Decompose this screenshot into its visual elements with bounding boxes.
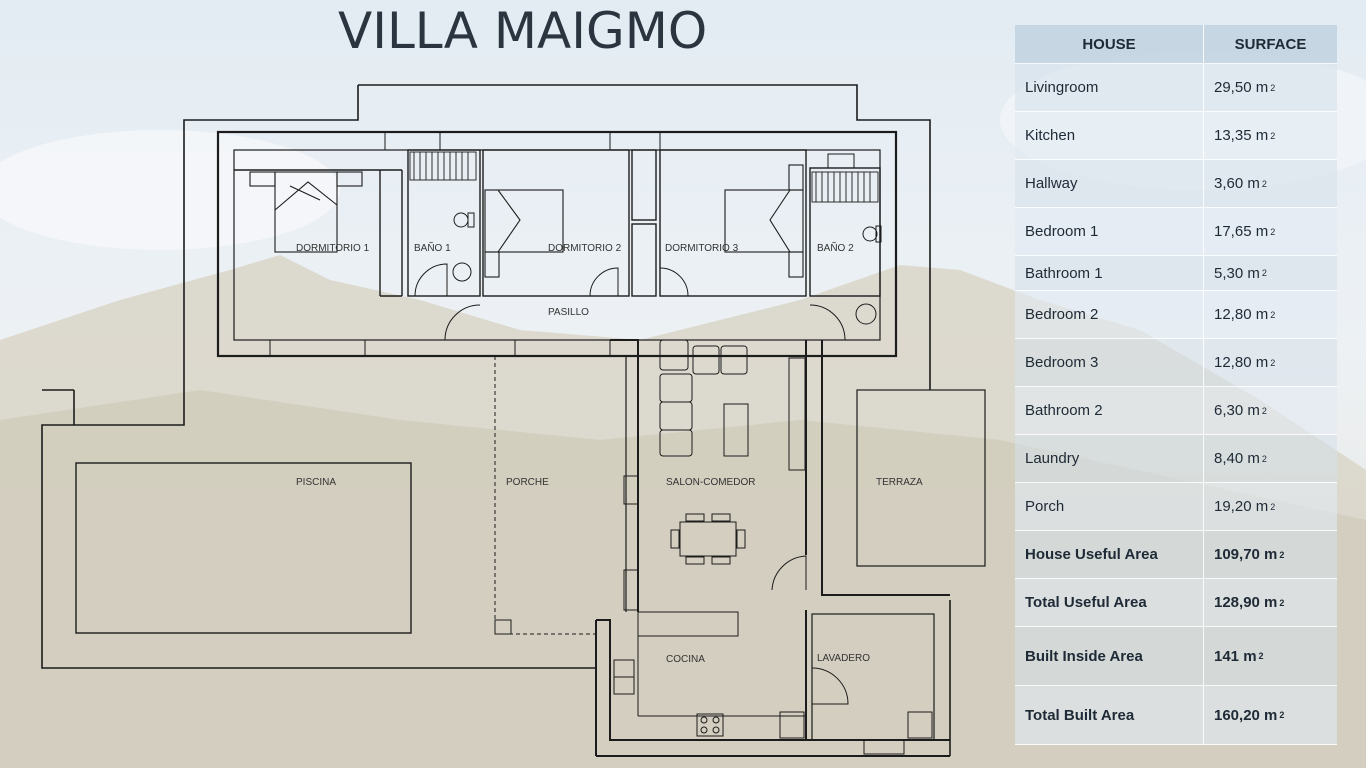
room-label-dormitorio-3: DORMITORIO 3 [665,243,739,254]
row-label: Bedroom 2 [1015,291,1204,338]
plot-boundary [358,84,931,390]
row-value-text: 19,20 m [1214,498,1269,515]
table-header: HOUSE SURFACE [1015,25,1337,64]
header-house: HOUSE [1015,25,1204,63]
room-label-salon-comedor: SALON-COMEDOR [666,477,755,488]
row-label: Total Built Area [1015,686,1204,744]
floor-plan: DORMITORIO 1 BAÑO 1 DORMITORIO 2 DORMITO… [41,84,986,757]
row-value-text: 13,35 m [1214,127,1269,144]
room-label-cocina: COCINA [666,654,705,665]
room-label-bano-1: BAÑO 1 [414,241,451,254]
row-value-text: 29,50 m [1214,79,1269,96]
row-label: Bedroom 1 [1015,208,1204,255]
unit-superscript: 2 [1270,501,1276,512]
unit-superscript: 2 [1270,226,1276,237]
row-label: Bedroom 3 [1015,339,1204,386]
unit-superscript: 2 [1258,651,1264,661]
room-label-dormitorio-1: DORMITORIO 1 [296,243,370,254]
row-value-text: 17,65 m [1214,223,1269,240]
room-label-bano-2: BAÑO 2 [817,241,854,254]
row-value-text: 3,60 m [1214,175,1260,192]
row-value-text: 141 m [1214,647,1257,665]
row-label: Porch [1015,483,1204,530]
row-value-text: 6,30 m [1214,402,1260,419]
row-label: Bathroom 1 [1015,256,1204,290]
row-label: Laundry [1015,435,1204,482]
unit-superscript: 2 [1261,268,1267,278]
unit-superscript: 2 [1261,453,1267,464]
room-label-lavadero: LAVADERO [817,653,870,664]
room-label-pasillo: PASILLO [548,307,589,318]
row-label: Total Useful Area [1015,579,1204,626]
row-value-text: 12,80 m [1214,354,1269,371]
unit-superscript: 2 [1261,178,1267,189]
row-label: Livingroom [1015,64,1204,111]
row-value-text: 160,20 m [1214,706,1278,724]
header-surface: SURFACE [1234,35,1307,53]
unit-superscript: 2 [1261,405,1267,416]
unit-superscript: 2 [1270,130,1276,141]
row-label: House Useful Area [1015,531,1204,578]
row-value-text: 109,70 m [1214,546,1278,563]
room-label-piscina: PISCINA [296,477,336,488]
row-value-text: 8,40 m [1214,450,1260,467]
room-label-terraza: TERRAZA [876,477,923,488]
unit-superscript: 2 [1270,82,1276,93]
unit-superscript: 2 [1279,597,1285,608]
page-title: VILLA MAIGMO [338,2,708,60]
unit-superscript: 2 [1270,357,1276,368]
room-label-porche: PORCHE [506,477,549,488]
room-label-dormitorio-2: DORMITORIO 2 [548,243,622,254]
row-label: Bathroom 2 [1015,387,1204,434]
row-label: Hallway [1015,160,1204,207]
row-label: Built Inside Area [1015,627,1204,685]
unit-superscript: 2 [1270,309,1276,320]
row-label: Kitchen [1015,112,1204,159]
unit-superscript: 2 [1279,710,1285,720]
row-value-text: 12,80 m [1214,306,1269,323]
row-value-text: 128,90 m [1214,594,1278,611]
unit-superscript: 2 [1279,549,1285,560]
row-value-text: 5,30 m [1214,264,1260,282]
